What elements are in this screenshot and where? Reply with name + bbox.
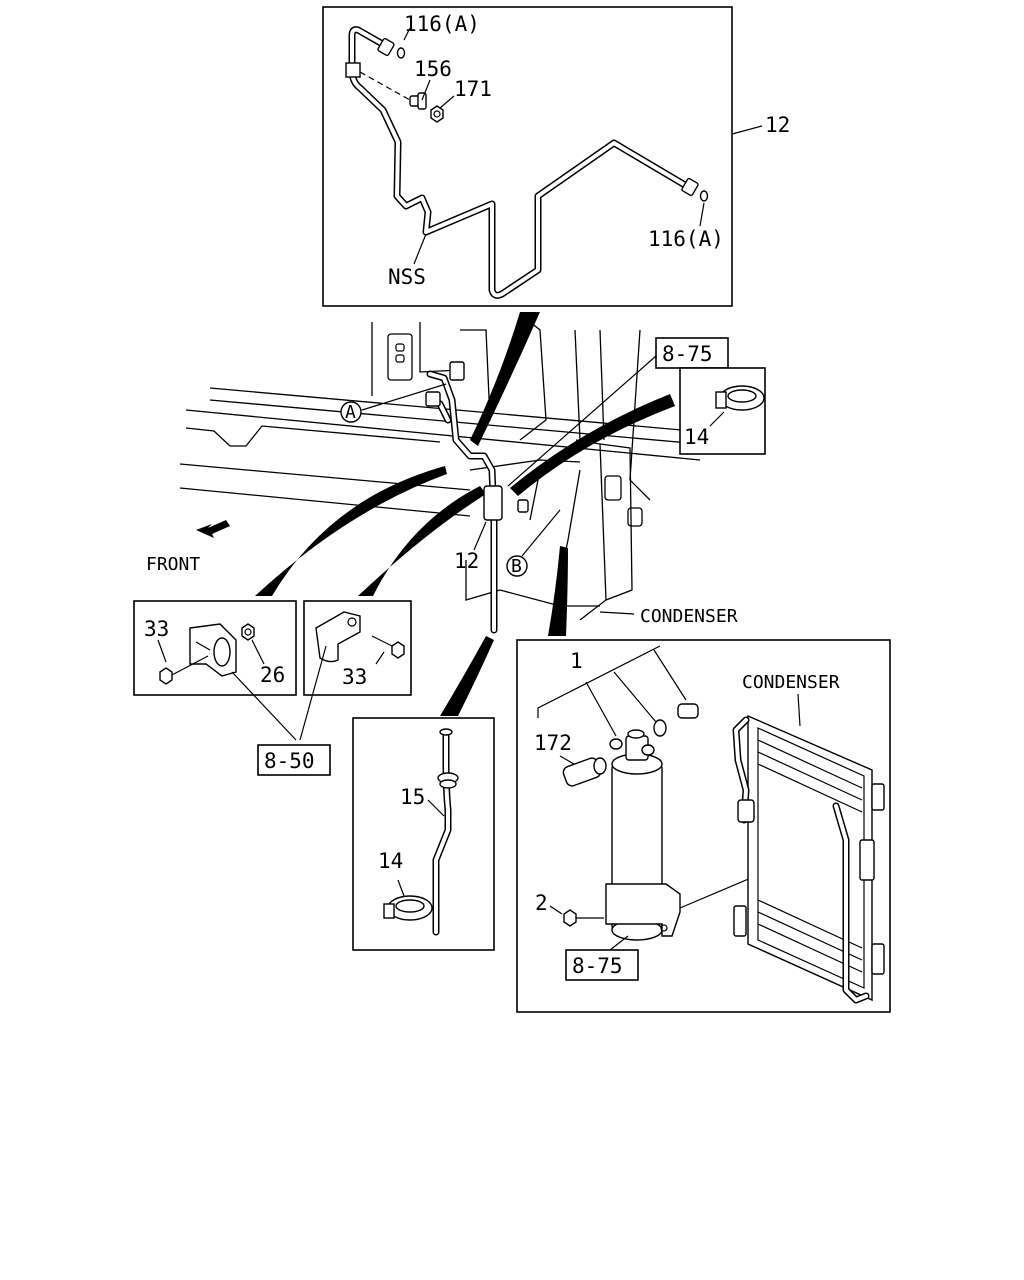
callout-a-circle (340, 401, 362, 423)
bolt-156 (409, 92, 427, 110)
inset-frame-clamp-14 (679, 367, 766, 455)
label-26: 26 (260, 663, 285, 687)
label-116a-top: 116(A) (404, 12, 480, 36)
label-front: FRONT (146, 554, 200, 575)
label-116a-right: 116(A) (648, 227, 724, 251)
condenser (732, 714, 885, 1004)
pipe-bracket (345, 62, 361, 78)
pressure-switch-172 (562, 757, 607, 787)
label-12-top: 12 (765, 113, 790, 137)
bolt-2 (563, 909, 604, 927)
inset-clamp-33-right: 33 (303, 600, 412, 696)
label-condenser-inset: CONDENSER (742, 672, 840, 693)
inset-receiver-condenser: 1 172 2 8-7 (516, 639, 891, 1013)
label-156: 156 (414, 57, 452, 81)
o-ring-116a-top (396, 47, 406, 59)
inset-clamp-14-top: 14 (679, 367, 766, 455)
label-condenser-main: CONDENSER (640, 606, 738, 627)
o-ring-116a-right (699, 190, 709, 202)
washer (653, 719, 667, 737)
label-nss: NSS (388, 265, 426, 289)
cap (677, 703, 699, 719)
label-33-left: 33 (144, 617, 169, 641)
label-14-bot: 14 (378, 849, 403, 873)
ref-box-8-75-bot (565, 949, 639, 981)
pipe-nut-top (377, 37, 395, 57)
callout-a: A (345, 402, 356, 423)
label-8-50: 8-50 (264, 749, 315, 773)
label-8-75-bot: 8-75 (572, 954, 623, 978)
inset-clamp-33-26: 33 26 (133, 600, 297, 696)
label-1: 1 (570, 649, 583, 673)
label-14-top: 14 (684, 425, 709, 449)
ref-box-8-50 (257, 744, 331, 776)
callout-b-circle (506, 555, 528, 577)
label-171: 171 (454, 77, 492, 101)
label-15: 15 (400, 785, 425, 809)
label-8-75-top: 8-75 (662, 342, 713, 366)
label-33-right: 33 (342, 665, 367, 689)
label-172: 172 (534, 731, 572, 755)
label-2: 2 (535, 891, 548, 915)
inset-pipe-12: 116(A) 156 171 NSS 116(A) (322, 6, 733, 307)
inset-frame-top (322, 6, 733, 307)
nut-171 (430, 105, 444, 123)
label-12-mid: 12 (454, 549, 479, 573)
inset-pipe-15: 15 14 (352, 717, 495, 951)
front-arrow-icon (196, 520, 230, 538)
callout-b: B (511, 556, 522, 577)
vehicle-main-view: A B 12 FRONT CONDENSER (146, 321, 761, 634)
pipe-nut-right (681, 177, 699, 197)
